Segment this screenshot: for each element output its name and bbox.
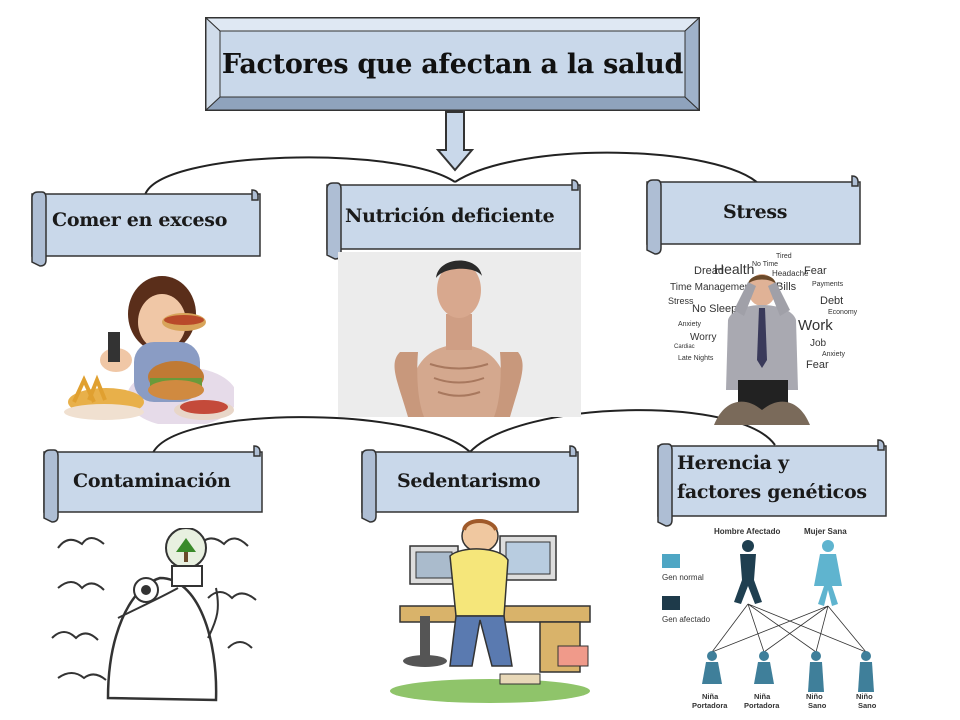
figure-father (734, 540, 762, 604)
stress-word: Worry (690, 332, 716, 343)
scroll-nutricion (326, 179, 581, 260)
stress-word: No Sleep (692, 303, 737, 315)
child-1-line2: Portadora (692, 701, 728, 710)
figure-mother (814, 540, 842, 606)
stress-word: Debt (820, 295, 843, 307)
stress-word: Economy (828, 309, 858, 316)
stress-word: Health (714, 261, 754, 277)
stress-word: Tired (776, 253, 792, 260)
child-1-line1: Niña (702, 692, 719, 701)
genetics-legend-normal: Gen normal (662, 573, 704, 582)
title-box: Factores que afectan a la salud (205, 17, 700, 111)
down-arrow (435, 111, 475, 172)
stress-word: Work (798, 317, 833, 334)
page-title: Factores que afectan a la salud (221, 48, 684, 80)
stress-word: Cardiac (674, 344, 695, 350)
label-stress: Stress (723, 201, 788, 223)
label-nutricion-deficiente: Nutrición deficiente (345, 205, 555, 227)
scroll-comer (31, 189, 261, 267)
genetics-image: Hombre Afectado Mujer Sana Gen normal Ge… (662, 527, 877, 710)
label-herencia-line1: Herencia y (677, 452, 789, 474)
genetics-label-mujer: Mujer Sana (804, 527, 847, 536)
label-sedentarismo: Sedentarismo (397, 470, 541, 492)
stress-word: Stress (668, 296, 694, 306)
scroll-stress (646, 175, 861, 255)
genetics-label-hombre: Hombre Afectado (714, 527, 780, 536)
stress-image: Dread Health No Time Tired Headache Fear… (668, 253, 858, 425)
stress-word: Payments (812, 281, 844, 288)
child-4-line1: Niño (856, 692, 873, 701)
stress-word: Headache (772, 269, 809, 278)
label-comer-en-exceso: Comer en exceso (52, 209, 228, 231)
child-3-line2: Sano (808, 701, 827, 710)
genetics-legend-afectado: Gen afectado (662, 615, 711, 624)
stress-word: Dread (694, 265, 724, 277)
label-herencia-line2: factores genéticos (677, 481, 867, 503)
label-contaminacion: Contaminación (73, 470, 231, 492)
stress-word: No Time (752, 261, 778, 268)
overeating-image (64, 276, 234, 424)
child-4-line2: Sano (858, 701, 877, 710)
malnutrition-image (338, 252, 581, 417)
stress-word: Fear (806, 359, 829, 371)
scroll-sedentarismo (361, 445, 579, 523)
child-3-line1: Niño (806, 692, 823, 701)
stress-word: Fear (804, 265, 827, 277)
stress-word: Job (810, 338, 827, 349)
stress-word: Time Management (670, 282, 753, 293)
stress-word: Bills (776, 281, 797, 293)
pollution-image (51, 528, 257, 702)
scroll-contaminacion (43, 445, 263, 523)
sedentary-image (390, 519, 591, 703)
child-2-line2: Portadora (744, 701, 780, 710)
child-2-line1: Niña (754, 692, 771, 701)
scroll-herencia (657, 439, 887, 527)
arc-left-top (144, 156, 456, 196)
arc-left-bottom (151, 416, 471, 456)
arc-right-bottom (469, 409, 776, 453)
arc-right-top (454, 151, 761, 186)
stress-word: Anxiety (678, 321, 701, 328)
stress-word: Anxiety (822, 351, 845, 358)
stress-word: Late Nights (678, 355, 714, 362)
